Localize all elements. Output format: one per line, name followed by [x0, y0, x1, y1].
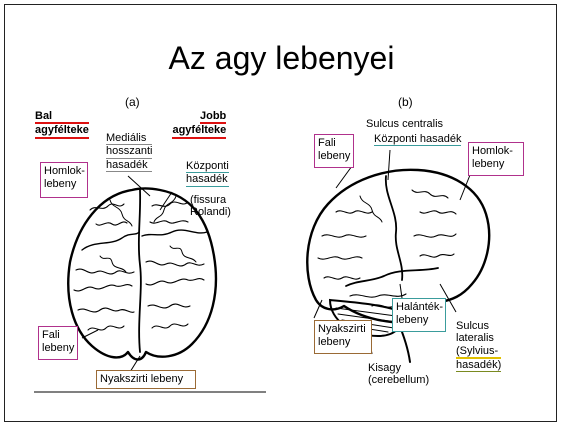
frontal-lobe-box-b: Homlok- lebeny: [468, 142, 524, 176]
rolandi-label: (fissura Rolandi): [190, 194, 231, 219]
parietal-lobe-box-b: Fali lebeny: [314, 134, 354, 168]
sulcus-centralis-label: Sulcus centralis: [366, 118, 443, 130]
sulcus-lateralis-label: Sulcus lateralis (Sylvius- hasadék): [456, 320, 501, 372]
temporal-lobe-box-b: Halánték- lebeny: [392, 298, 446, 332]
right-hemisphere-label: Jobb agyfélteke: [172, 110, 226, 139]
left-hemisphere-label: Bal agyfélteke: [35, 110, 89, 139]
frontal-lobe-box-a: Homlok- lebeny: [40, 162, 88, 198]
central-fissure-label-a: Központi hasadék: [186, 160, 229, 187]
central-fissure-label-b: Központi hasadék: [374, 133, 461, 146]
cerebellum-label: Kisagy (cerebellum): [368, 362, 429, 387]
panel-a-label: (a): [125, 96, 140, 109]
medial-fissure-label: Mediális hosszanti hasadék: [106, 132, 152, 172]
occipital-lobe-box-b: Nyakszirti lebeny: [314, 320, 372, 354]
parietal-lobe-box-a: Fali lebeny: [38, 326, 78, 360]
panel-b-label: (b): [398, 96, 413, 109]
occipital-lobe-box-a: Nyakszirti lebeny: [96, 370, 196, 389]
